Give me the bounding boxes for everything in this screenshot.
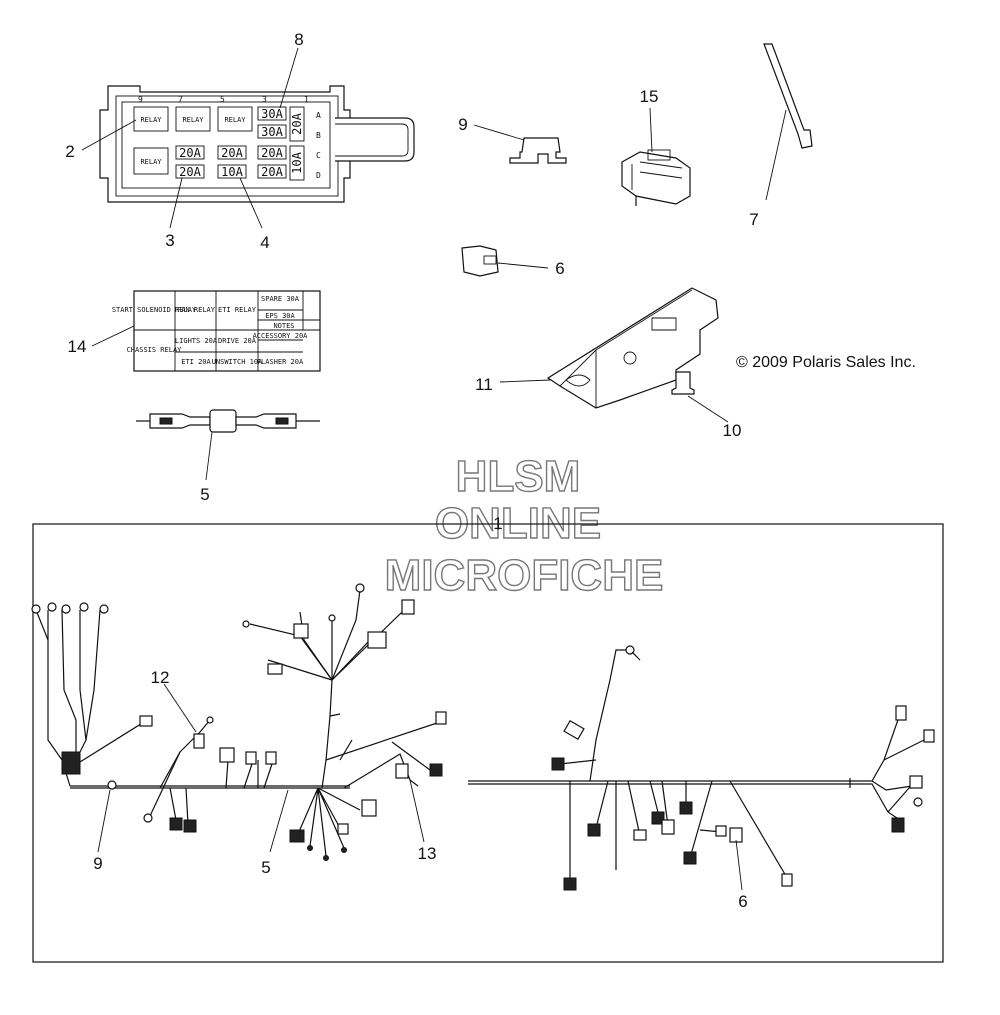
row-letter-a: A: [316, 111, 321, 120]
callout-7: 7: [749, 210, 758, 229]
decal-notes: NOTES: [273, 322, 294, 330]
relay-label: RELAY: [140, 158, 162, 166]
callout-4: 4: [260, 233, 269, 252]
callout-6-bottom: 6: [738, 892, 747, 911]
row-letter-c: C: [316, 151, 321, 160]
row-letter-b: B: [316, 131, 321, 140]
copyright-notice: © 2009 Polaris Sales Inc.: [736, 354, 916, 371]
right-harness: [468, 645, 935, 891]
callout-numbers: 2 8 3 4 9 15 7 6 14 11 10 5 1 12 9 5 13 …: [65, 30, 758, 911]
harness-frame: [32, 523, 944, 963]
relay-label: RELAY: [182, 116, 204, 124]
callout-1: 1: [493, 514, 502, 533]
decal-unswitched: UNSWITCH 10A: [212, 358, 263, 366]
callout-5-top: 5: [200, 485, 209, 504]
decal-eps: EPS 30A: [265, 312, 295, 320]
relay-slot: [175, 106, 211, 132]
fuse-box-number-5: 5: [220, 95, 225, 104]
watermark-line-1: HLSM: [456, 452, 581, 501]
part-6-connector: [461, 245, 549, 277]
fuse-row4-2: 10A: [221, 165, 243, 179]
fuse-r2: 30A: [261, 125, 283, 139]
decal-chassis-relay: CHASSIS RELAY: [127, 346, 183, 354]
callout-11: 11: [475, 375, 493, 394]
watermark-line-3: MICROFICHE: [385, 551, 664, 600]
fuse-side-top: 20A: [290, 112, 304, 134]
callout-15: 15: [640, 87, 659, 106]
callout-9-bottom: 9: [93, 854, 102, 873]
watermark: HLSM ONLINE MICROFICHE: [384, 451, 664, 600]
row-letter-d: D: [316, 171, 321, 180]
decal-drive: DRIVE 20A: [218, 337, 257, 345]
decal-eti: ETI 20A: [181, 358, 211, 366]
decal-start-solenoid: START SOLENOID RELAY: [112, 306, 197, 314]
callout-9-top: 9: [458, 115, 467, 134]
part-7-cable-tie: [763, 43, 813, 201]
decal-fan-relay: FAN RELAY: [177, 306, 216, 314]
callout-3: 3: [165, 231, 174, 250]
inline-fuse-holder: [136, 409, 320, 481]
callout-2: 2: [65, 142, 74, 161]
relay-slot: [133, 106, 169, 132]
fuse-box-number-1: 1: [304, 95, 309, 104]
part-15-connector: [621, 107, 691, 206]
decal-eti-relay: ETI RELAY: [218, 306, 257, 314]
fuse-row4-3: 20A: [261, 165, 283, 179]
callout-8: 8: [294, 30, 303, 49]
decal-lights: LIGHTS 20A: [175, 337, 218, 345]
relay-label: RELAY: [224, 116, 246, 124]
fuse-box: 9 7 5 3 1 RELAY RELAY RELAY RELAY 30A 30…: [81, 47, 415, 229]
relay-slot: [133, 147, 169, 175]
relay-label: RELAY: [140, 116, 162, 124]
fuse-row3-2: 20A: [221, 146, 243, 160]
fuse-row4-1: 20A: [179, 165, 201, 179]
callout-5-bottom: 5: [261, 858, 270, 877]
callout-10: 10: [723, 421, 742, 440]
fuse-box-number-3: 3: [262, 95, 267, 104]
fuse-box-number-7: 7: [178, 95, 183, 104]
fuse-box-number-9: 9: [138, 95, 143, 104]
part-10-push-rivet: [671, 371, 729, 423]
part-9-clip: [473, 124, 567, 164]
decal-flasher: FLASHER 20A: [257, 358, 304, 366]
fuse-row3-1: 20A: [179, 146, 201, 160]
callout-12: 12: [151, 668, 170, 687]
decal-label: START SOLENOID RELAY FAN RELAY ETI RELAY…: [91, 290, 321, 372]
callout-13: 13: [418, 844, 437, 863]
fuse-side-bottom: 10A: [290, 151, 304, 173]
fuse-row3-3: 20A: [261, 146, 283, 160]
decal-spare: SPARE 30A: [261, 295, 300, 303]
fuse-r1: 30A: [261, 107, 283, 121]
relay-slot: [217, 106, 253, 132]
callout-14: 14: [68, 337, 87, 356]
decal-accessory: ACCESSORY 20A: [253, 332, 309, 340]
callout-6-top: 6: [555, 259, 564, 278]
left-harness: [31, 583, 447, 861]
